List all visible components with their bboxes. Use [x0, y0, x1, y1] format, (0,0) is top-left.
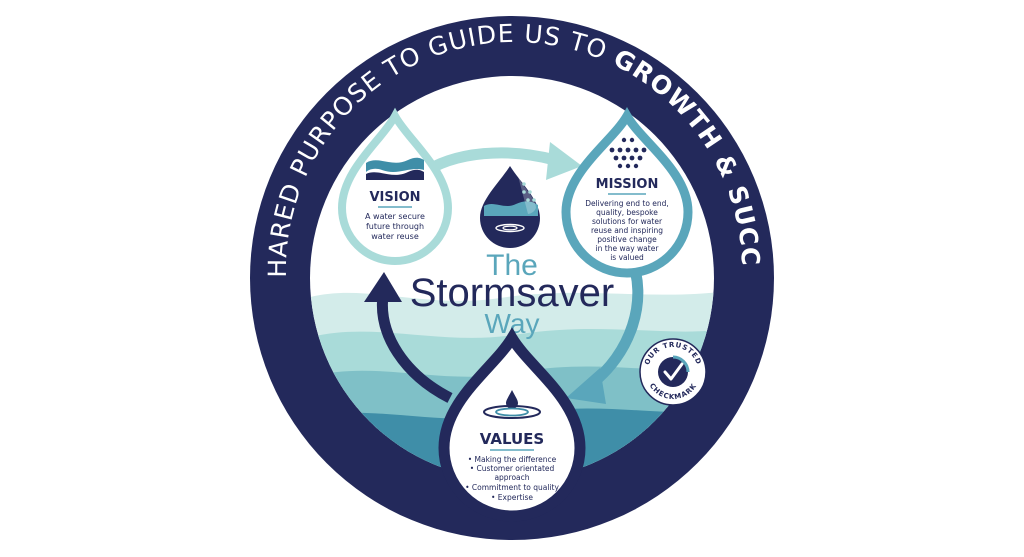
- mission-line-5: positive change: [597, 235, 657, 244]
- stormsaver-logo-icon: [480, 166, 540, 248]
- vision-wave-icon: [366, 157, 424, 180]
- mission-line-4: reuse and inspiring: [591, 226, 663, 235]
- arrowhead-vision-to-mission: [546, 142, 582, 180]
- values-item-2: • Customer orientated: [470, 464, 555, 473]
- vision-droplet: VISION A water secure future through wat…: [337, 107, 453, 265]
- mission-raindrops-icon: [609, 137, 647, 169]
- arrowhead-values-to-vision: [364, 272, 402, 302]
- values-title: VALUES: [480, 430, 544, 448]
- mission-line-1: Delivering end to end,: [585, 199, 669, 208]
- vision-title: VISION: [369, 190, 420, 205]
- values-item-1: • Making the difference: [468, 455, 557, 464]
- values-item-5: • Expertise: [491, 493, 533, 502]
- mission-line-7: is valued: [610, 253, 644, 262]
- mission-droplet: MISSION Delivering end to end, quality, …: [561, 107, 693, 278]
- mission-title: MISSION: [596, 177, 659, 192]
- checkmark-icon: [663, 362, 684, 381]
- values-item-4: • Commitment to quality: [465, 483, 559, 492]
- vision-line-2: future through: [366, 222, 424, 231]
- center-title-stormsaver: Stormsaver: [410, 271, 615, 315]
- mission-line-6: in the way water: [596, 244, 660, 253]
- values-droplet: VALUES • Making the difference • Custome…: [438, 327, 586, 522]
- arrow-values-to-vision: [376, 294, 453, 403]
- mission-line-3: solutions for water: [592, 217, 663, 226]
- center-title-the: The: [486, 249, 538, 282]
- mission-line-2: quality, bespoke: [596, 208, 658, 217]
- vision-line-3: water reuse: [371, 232, 419, 241]
- values-ripple-icon: [483, 390, 541, 419]
- values-item-3: approach: [494, 473, 529, 482]
- vision-line-1: A water secure: [365, 212, 425, 221]
- trusted-checkmark-badge: OUR TRUSTED CHECKMARK: [639, 338, 707, 406]
- arrowhead-mission-to-values: [566, 368, 606, 404]
